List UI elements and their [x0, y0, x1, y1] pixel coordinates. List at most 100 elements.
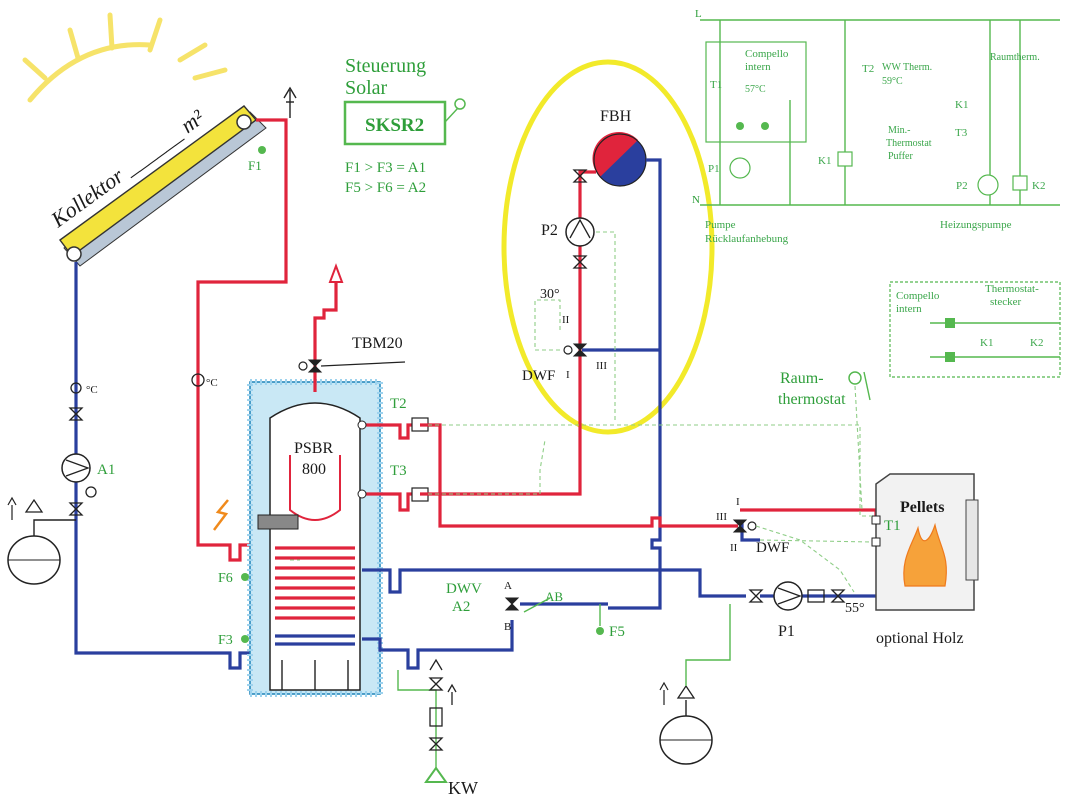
wiring-compello-1: Compello — [745, 48, 789, 60]
t2-pipe — [362, 423, 420, 440]
dwv-ab: AB — [545, 589, 563, 604]
controller-sensor-icon — [454, 98, 466, 110]
t2-control-line — [428, 424, 872, 517]
t2-label: T2 — [390, 396, 407, 412]
tank-top-outlet — [313, 282, 338, 392]
controller-rule-1: F1 > F3 = A1 — [345, 160, 426, 176]
room-thermostat-label-1: Raum- — [780, 370, 824, 387]
dwv-valve-a2 — [504, 597, 520, 611]
wiring-pumpe-2: Rücklaufanhebung — [705, 233, 789, 245]
sensor-f5-label: F5 — [609, 624, 625, 640]
wiring-t1-val: 57°C — [745, 84, 766, 95]
fbh-valves — [572, 169, 588, 269]
wiring-diagram — [700, 19, 1060, 206]
plug-compello-2: intern — [896, 303, 922, 315]
dwf-right-ii: II — [730, 542, 738, 554]
wiring-k1: K1 — [818, 155, 831, 167]
sensor-f3 — [241, 635, 249, 643]
dwv-b: B — [504, 621, 511, 633]
sensor-f6 — [241, 573, 249, 581]
wiring-l: L — [695, 8, 702, 20]
fbh-supply-pipe — [420, 170, 596, 496]
wiring-pumpe-1: Pumpe — [705, 219, 736, 231]
plug-k2: K2 — [1030, 337, 1043, 349]
wiring-min-3: Puffer — [888, 151, 913, 162]
deg30-label: 30° — [540, 287, 560, 302]
boiler-supply-pipe — [420, 423, 738, 528]
wiring-heizung: Heizungspumpe — [940, 219, 1012, 231]
controller-title: Steuerung — [345, 55, 426, 77]
fbh-floor-heating-icon — [592, 131, 647, 187]
t3-label: T3 — [390, 463, 407, 479]
plug-thermo-1: Thermostat- — [985, 283, 1039, 295]
thermostat-plug-diagram — [889, 281, 1061, 378]
hot-water-inner-tank — [289, 455, 341, 521]
solar-supply-pipe — [196, 118, 288, 562]
solar-collector — [59, 105, 267, 267]
wiring-ww-1: WW Therm. — [882, 62, 932, 73]
wiring-n: N — [692, 194, 700, 206]
kw-label: KW — [448, 778, 478, 798]
solar-valves — [68, 382, 97, 516]
highlight-ellipse — [501, 59, 715, 435]
t3-control-line — [428, 439, 546, 495]
fbh-pump-p2 — [565, 217, 595, 247]
electric-heater — [257, 514, 299, 530]
supply-temp-label: °C — [206, 377, 218, 389]
boiler-return-pipe — [362, 568, 746, 598]
controller-name: SKSR2 — [365, 115, 424, 136]
dwv-a2-label: A2 — [452, 599, 470, 615]
wiring-min-1: Min.- — [888, 125, 911, 136]
sensor-f1 — [258, 146, 266, 154]
wiring-k1b: K1 — [955, 99, 968, 111]
wiring-t3: T3 — [955, 127, 968, 139]
boiler-pump-p1 — [773, 581, 803, 611]
mixing-valve-tbm20 — [298, 359, 406, 373]
wiring-k2: K2 — [1032, 180, 1045, 192]
pellet-boiler — [875, 473, 979, 611]
wiring-p2: P2 — [956, 180, 968, 192]
sun-icon — [22, 12, 228, 103]
lightning-icon — [213, 499, 229, 531]
sensor-f1-label: F1 — [248, 158, 262, 173]
sensor-f5 — [596, 627, 604, 635]
tank-feet — [281, 660, 349, 690]
solar-coil-red — [275, 546, 355, 620]
thermometer-icon — [191, 373, 205, 387]
boiler-valves — [748, 589, 846, 603]
dwf-valve-right — [732, 519, 757, 533]
dwf-right-i: I — [736, 496, 740, 508]
optional-holz-label: optional Holz — [876, 630, 964, 647]
plug-compello-1: Compello — [896, 290, 940, 302]
fbh-return-pipe — [608, 158, 662, 610]
sensor-f6-label: F6 — [218, 571, 233, 586]
dwv-a: A — [504, 580, 512, 592]
wiring-p1: P1 — [708, 163, 720, 175]
boiler-flow-pipe — [740, 508, 878, 520]
air-vent-icon — [283, 86, 297, 118]
dwv-label: DWV — [446, 581, 482, 597]
plug-thermo-2: stecker — [990, 296, 1021, 308]
pump-a1-label: A1 — [97, 462, 115, 478]
wiring-t2: T2 — [862, 63, 874, 75]
outlet-arrow-icon — [328, 263, 344, 283]
boiler-t1-label: T1 — [884, 518, 901, 534]
cold-water-fittings — [428, 658, 457, 751]
deg55-label: 55° — [845, 601, 865, 616]
dwf-right-label: DWF — [756, 540, 789, 556]
dwf-top-i: I — [566, 369, 570, 381]
expansion-vessel-bottom — [659, 604, 731, 765]
dwf-top-label: DWF — [522, 368, 555, 384]
controller-subtitle: Solar — [345, 77, 388, 99]
dwf-valve-top — [563, 343, 588, 357]
dwf-right-iii: III — [716, 511, 727, 523]
room-thermostat-label-2: thermostat — [778, 391, 846, 408]
cold-water-inlet-icon — [424, 766, 448, 783]
pellets-label: Pellets — [900, 499, 944, 516]
controller-rule-2: F5 > F6 = A2 — [345, 180, 426, 196]
pump-p2-label: P2 — [541, 222, 558, 239]
room-thermostat-icon — [848, 371, 862, 385]
t3-pipe — [362, 492, 420, 512]
dwf-top-ii: II — [562, 314, 570, 326]
